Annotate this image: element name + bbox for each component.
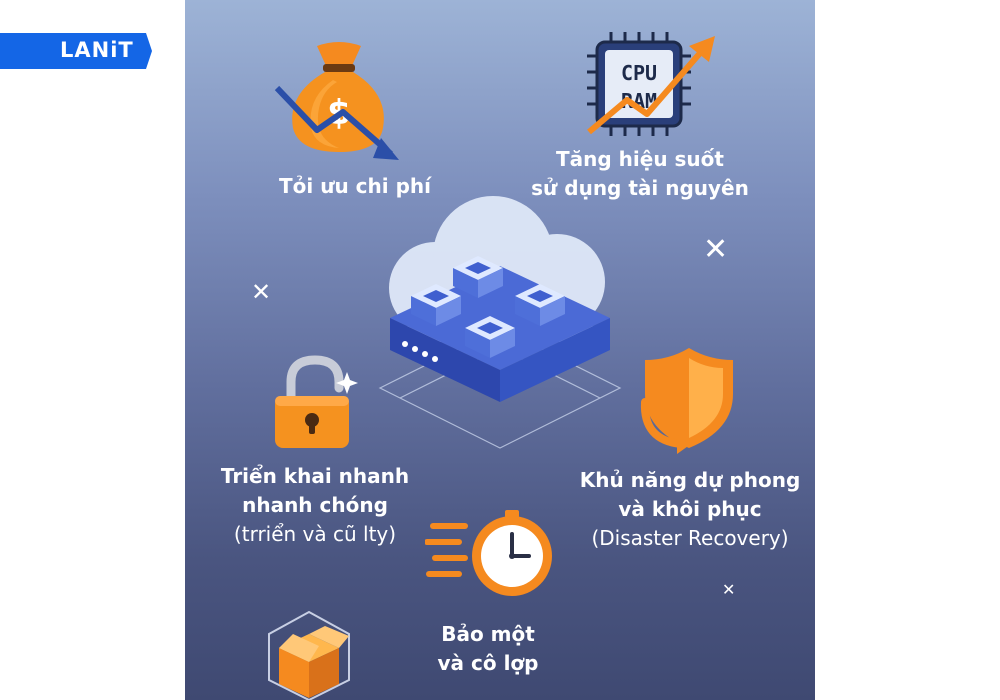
deploy-line-3: (trriển và cũ lty) [233,522,397,546]
brand-name: LANiT [60,38,134,62]
server-module [465,316,515,358]
deploy-line-1: Triển khai nhanh [220,464,410,488]
recovery-title: Khủ năng dự phong và khôi phục (Disaster… [560,466,815,553]
resources-title: Tăng hiệu suốt sử dụng tài nguyên [515,145,765,203]
security-title: Bảo một và cô lợp [413,620,563,678]
decor-cross-icon: ✕ [703,232,729,267]
recovery-line-3: (Disaster Recovery) [591,526,789,550]
server-module [453,256,503,298]
recovery-line-2: và khôi phục [618,497,762,521]
box-icon [268,610,350,700]
cpu-chip-icon: CPU RAM [587,32,715,136]
resources-line-2: sử dụng tài nguyên [531,176,749,200]
recovery-line-1: Khủ năng dự phong [579,468,801,492]
deploy-line-2: nhanh chóng [242,493,388,517]
money-bag-icon: $ [274,42,399,160]
security-line-1: Bảo một [441,622,535,646]
deploy-title: Triển khai nhanh nhanh chóng (trriển và … [200,462,430,549]
decor-cross-icon: ✕ [722,580,736,599]
logo-badge-shape [0,33,152,69]
cost-title: Tỏi ưu chi phí [279,174,431,198]
brand-logo: LANiT [0,33,152,69]
chip-label-cpu: CPU [621,61,657,85]
security-line-2: và cô lợp [437,651,539,675]
resources-line-1: Tăng hiệu suốt [556,147,724,171]
server-module [411,284,461,326]
stopwatch-icon [425,510,552,596]
cloud-server-icon [378,196,622,449]
shield-icon [640,348,733,454]
infographic-panel: $ Tỏi ưu chi phí CPU RAM Tăng hiệu suốt … [185,0,815,700]
padlock-icon [275,355,358,448]
decor-cross-icon: ✕ [251,278,272,306]
server-module [515,284,565,326]
